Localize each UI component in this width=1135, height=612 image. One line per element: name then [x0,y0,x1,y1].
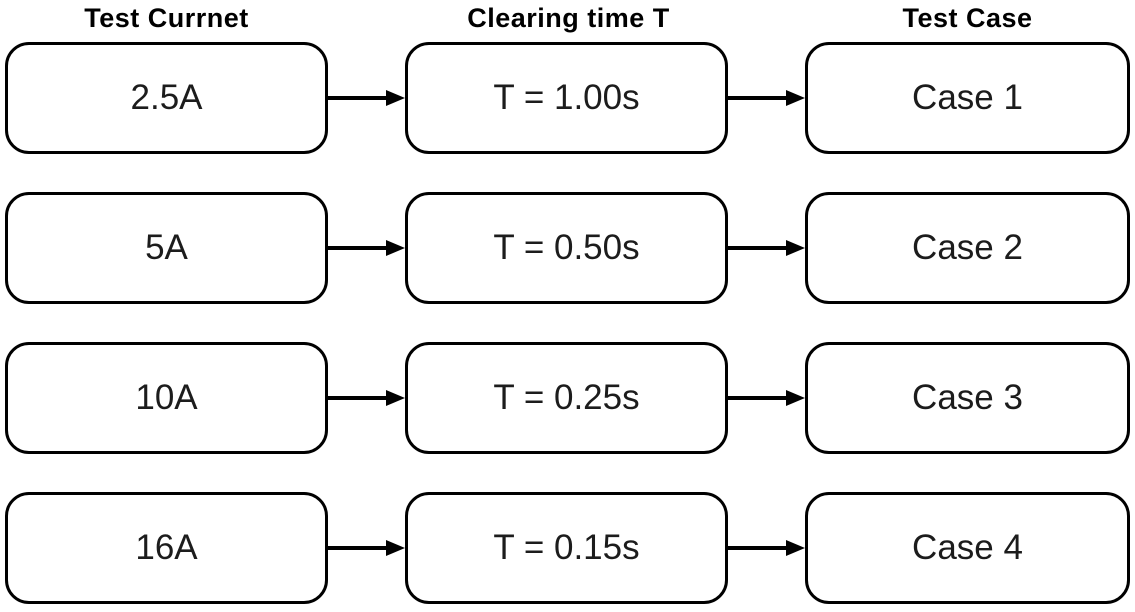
clearing-time-value: T = 0.25s [493,378,640,417]
arrow-line [728,96,786,100]
arrow-head [786,540,805,556]
flow-row: 2.5A T = 1.00s Case 1 [5,42,1130,154]
test-case-value: Case 1 [912,78,1023,117]
arrow-head [386,540,405,556]
test-case-value: Case 4 [912,528,1023,567]
arrow-right-icon [728,42,805,154]
test-case-box: Case 3 [805,342,1130,454]
arrow-line [328,546,386,550]
test-current-box: 2.5A [5,42,328,154]
clearing-time-box: T = 0.25s [405,342,728,454]
test-case-box: Case 1 [805,42,1130,154]
arrow-head [786,240,805,256]
column-headers: Test Currnet Clearing time T Test Case [5,0,1130,40]
test-case-box: Case 4 [805,492,1130,604]
test-case-value: Case 3 [912,378,1023,417]
arrow-head [386,90,405,106]
test-current-box: 5A [5,192,328,304]
arrow-right-icon [328,492,405,604]
clearing-time-value: T = 1.00s [493,78,640,117]
arrow-right-icon [728,492,805,604]
test-case-box: Case 2 [805,192,1130,304]
test-case-value: Case 2 [912,228,1023,267]
test-current-value: 10A [135,378,198,417]
arrow-right-icon [328,42,405,154]
arrow-line [328,246,386,250]
test-current-value: 2.5A [130,78,203,117]
flow-row: 10A T = 0.25s Case 3 [5,342,1130,454]
arrow-right-icon [728,192,805,304]
arrow-head [786,390,805,406]
arrow-head [386,390,405,406]
clearing-time-box: T = 0.50s [405,192,728,304]
clearing-time-value: T = 0.50s [493,228,640,267]
header-clearing-time: Clearing time T [467,3,670,33]
arrow-line [328,396,386,400]
test-current-box: 10A [5,342,328,454]
arrow-head [786,90,805,106]
arrow-head [386,240,405,256]
flow-row: 16A T = 0.15s Case 4 [5,492,1130,604]
arrow-right-icon [328,342,405,454]
test-current-box: 16A [5,492,328,604]
clearing-time-box: T = 1.00s [405,42,728,154]
clearing-time-box: T = 0.15s [405,492,728,604]
arrow-line [728,396,786,400]
flow-row: 5A T = 0.50s Case 2 [5,192,1130,304]
clearing-time-value: T = 0.15s [493,528,640,567]
arrow-line [728,246,786,250]
arrow-right-icon [728,342,805,454]
flow-rows: 2.5A T = 1.00s Case 1 5A T = 0.50s [0,42,1135,604]
header-test-case: Test Case [902,3,1033,33]
arrow-line [728,546,786,550]
test-current-value: 5A [145,228,188,267]
arrow-right-icon [328,192,405,304]
test-current-value: 16A [135,528,198,567]
header-test-current: Test Currnet [84,3,249,33]
arrow-line [328,96,386,100]
